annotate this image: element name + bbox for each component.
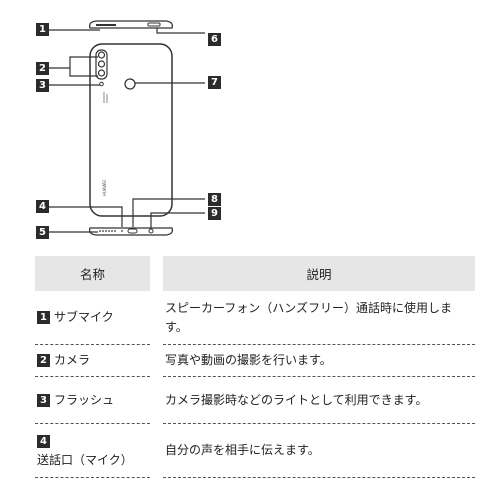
leader-lines (49, 28, 205, 233)
top-port (147, 22, 161, 27)
part-name: フラッシュ (54, 392, 115, 407)
camera-lens-1 (97, 51, 106, 59)
table-row: 3 フラッシュ カメラ撮影時などのライトとして利用できます。 (35, 377, 475, 424)
camera-lens-2 (97, 60, 106, 68)
row-number-badge: 1 (37, 311, 50, 324)
part-name: 送話口（マイク） (37, 452, 133, 467)
part-name: サブマイク (54, 310, 114, 324)
part-description: カメラ撮影時などのライトとして利用できます。 (163, 377, 475, 424)
callout-2: 2 (36, 62, 49, 75)
header-description: 説明 (163, 256, 475, 291)
part-description: 自分の声を相手に伝えます。 (163, 424, 475, 478)
table-row: 2 カメラ 写真や動画の撮影を行います。 (35, 345, 475, 377)
flash (99, 81, 104, 87)
part-description: スピーカーフォン（ハンズフリー）通話時に使用します。 (163, 291, 475, 345)
callout-9: 9 (208, 207, 221, 220)
brand-label: HUAWEI (102, 180, 107, 196)
callout-8: 8 (208, 193, 221, 206)
callout-4: 4 (36, 200, 49, 213)
phone-diagram: HUAWEI 1 6 2 7 3 8 4 9 5 (0, 0, 501, 245)
row-number-badge: 3 (37, 393, 50, 407)
camera-lens-3 (97, 69, 106, 77)
row-number-badge: 2 (37, 354, 50, 367)
mic-hole (121, 230, 123, 232)
speaker-holes (99, 230, 116, 232)
callout-5: 5 (36, 226, 49, 239)
top-mic-slot (96, 24, 116, 26)
table-row: 4 送話口（マイク） 自分の声を相手に伝えます。 (35, 424, 475, 478)
callout-1: 1 (36, 23, 49, 36)
fingerprint-sensor (124, 78, 136, 90)
callout-6: 6 (208, 33, 221, 46)
callout-7: 7 (208, 76, 221, 89)
callout-3: 3 (36, 79, 49, 92)
table-row: 1 サブマイク スピーカーフォン（ハンズフリー）通話時に使用します。 (35, 291, 475, 345)
usb-port (127, 228, 138, 234)
part-description: 写真や動画の撮影を行います。 (163, 345, 475, 377)
headset-jack (148, 228, 154, 234)
phone-illustration: HUAWEI (49, 20, 205, 236)
row-number-badge: 4 (37, 434, 50, 448)
phone-back (89, 43, 173, 217)
part-name: カメラ (54, 353, 91, 367)
header-name: 名称 (35, 256, 150, 291)
